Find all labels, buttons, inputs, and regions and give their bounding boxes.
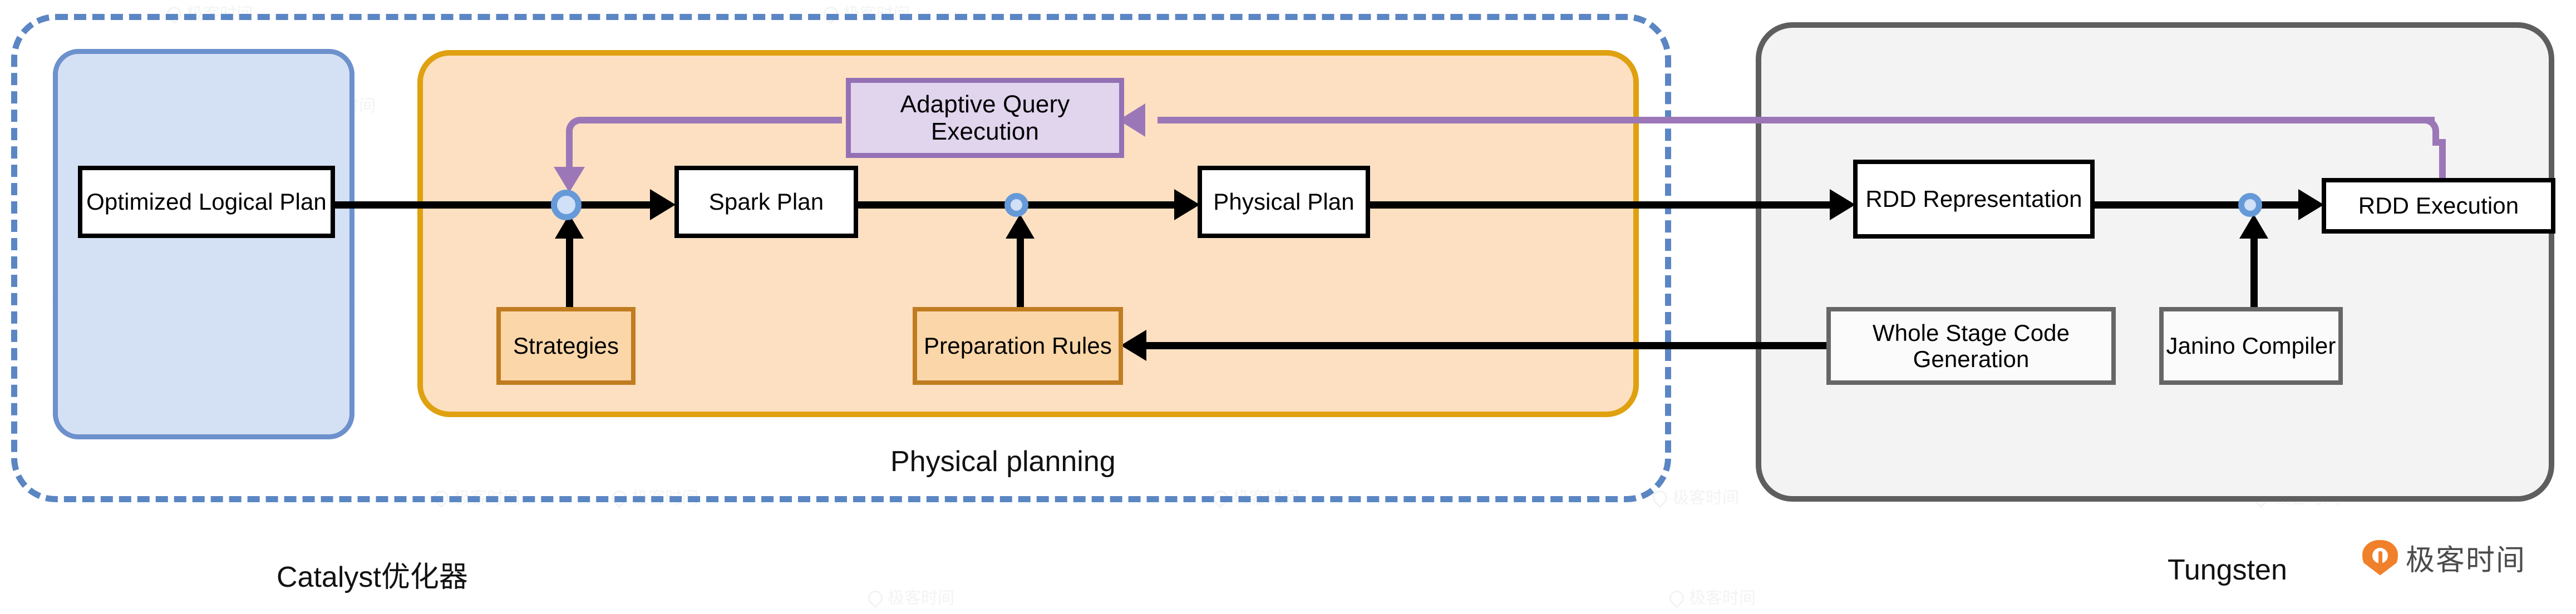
node-label: RDD Representation xyxy=(1865,186,2082,212)
node-rdd-representation[interactable]: RDD Representation xyxy=(1853,160,2095,239)
node-optimized-logical-plan[interactable]: Optimized Logical Plan xyxy=(78,166,335,238)
catalyst-optimizer-container xyxy=(11,14,1671,502)
edge-physical-plan-to-rdd-representation xyxy=(1368,201,1848,209)
watermark-text: 极客时间 xyxy=(888,588,954,608)
node-whole-stage-code-generation[interactable]: Whole Stage Code Generation xyxy=(1826,307,2116,385)
label-tungsten: Tungsten xyxy=(2168,554,2287,586)
node-spark-plan[interactable]: Spark Plan xyxy=(674,166,858,238)
node-rdd-execution[interactable]: RDD Execution xyxy=(2322,178,2555,234)
node-label: Whole Stage Code Generation xyxy=(1872,319,2070,372)
edge-junction-to-spark-plan xyxy=(573,201,651,209)
node-janino-compiler[interactable]: Janino Compiler xyxy=(2159,307,2343,385)
edge-wholestage-to-preparation-rules xyxy=(1146,342,1831,349)
brand-name: 极客时间 xyxy=(2406,544,2526,577)
node-label: Optimized Logical Plan xyxy=(86,189,327,215)
junction-dot-janino xyxy=(2238,193,2262,217)
tungsten-container xyxy=(1756,22,2554,502)
node-label: Strategies xyxy=(513,333,619,359)
arrowhead-to-rdd-representation xyxy=(1830,189,1855,220)
arrowhead-to-spark-plan xyxy=(650,189,676,220)
arrowhead-janino-up xyxy=(2239,214,2268,239)
edge-rdd-representation-to-rdd-execution xyxy=(2092,201,2315,209)
watermark-text: 极客时间 xyxy=(1689,588,1756,608)
arrowhead-to-preparation-rules xyxy=(1121,330,1146,361)
arrowhead-to-rdd-execution xyxy=(2298,189,2324,220)
geektime-pin-icon xyxy=(2362,539,2398,576)
node-label: Spark Plan xyxy=(708,189,824,215)
feedback-arrowhead-into-junction xyxy=(554,167,585,192)
node-preparation-rules[interactable]: Preparation Rules xyxy=(913,307,1123,385)
edge-janino-to-junction xyxy=(2250,222,2258,309)
edge-logical-to-junction xyxy=(334,201,573,209)
arrowhead-to-physical-plan xyxy=(1174,189,1200,220)
node-label: Preparation Rules xyxy=(924,333,1112,359)
node-physical-plan[interactable]: Physical Plan xyxy=(1198,166,1370,238)
feedback-edge-long-left-run xyxy=(1158,117,2435,123)
node-label: RDD Execution xyxy=(2358,192,2519,219)
feedback-edge-rdd-execution-up xyxy=(2439,139,2446,181)
edge-strategies-to-junction xyxy=(566,222,573,309)
node-label: Physical Plan xyxy=(1213,189,1355,215)
edge-preparation-rules-to-junction xyxy=(1017,222,1024,309)
node-adaptive-query-execution[interactable]: Adaptive Query Execution xyxy=(846,78,1124,158)
label-catalyst-optimizer: Catalyst优化器 xyxy=(277,561,468,593)
junction-dot-spark-plan xyxy=(551,190,582,220)
feedback-edge-aqe-out-left xyxy=(580,117,842,123)
junction-dot-preparation-rules xyxy=(1004,193,1028,217)
label-physical-planning: Physical planning xyxy=(890,445,1116,478)
watermark-text: 极客时间 xyxy=(1672,488,1739,508)
node-strategies[interactable]: Strategies xyxy=(496,307,636,385)
node-label: Adaptive Query Execution xyxy=(900,90,1070,145)
arrowhead-preparation-rules-up xyxy=(1006,214,1035,239)
logical-plan-panel xyxy=(53,49,354,439)
brand-logo: 极客时间 xyxy=(2362,537,2526,578)
node-label: Janino Compiler xyxy=(2166,333,2336,359)
